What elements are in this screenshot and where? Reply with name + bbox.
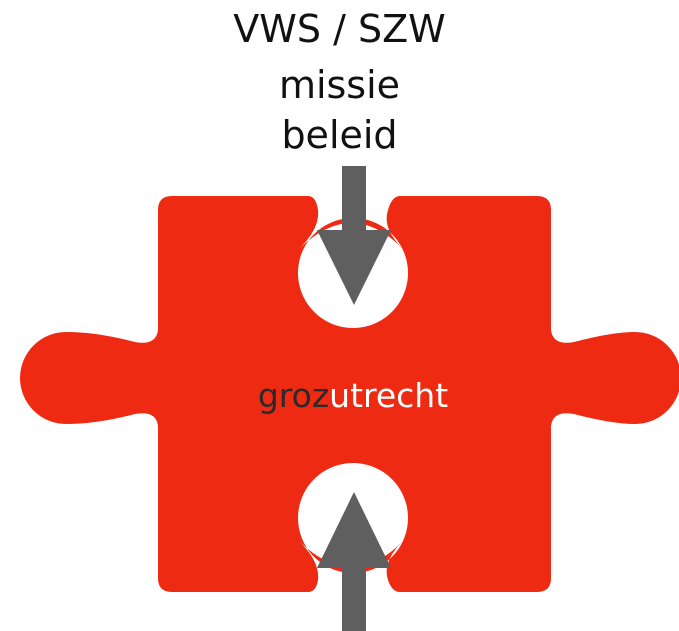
up-arrow-icon: [317, 492, 391, 631]
center-label: grozutrecht: [258, 376, 448, 415]
puzzle-piece: [20, 196, 679, 592]
top-label-line-2: missie: [278, 63, 401, 107]
center-label-dark: groz: [258, 376, 329, 415]
top-label-line-1: VWS / SZW: [233, 7, 446, 51]
center-label-light: utrecht: [329, 376, 448, 415]
down-arrow-icon: [317, 166, 391, 305]
top-label-line-3: beleid: [281, 113, 398, 157]
